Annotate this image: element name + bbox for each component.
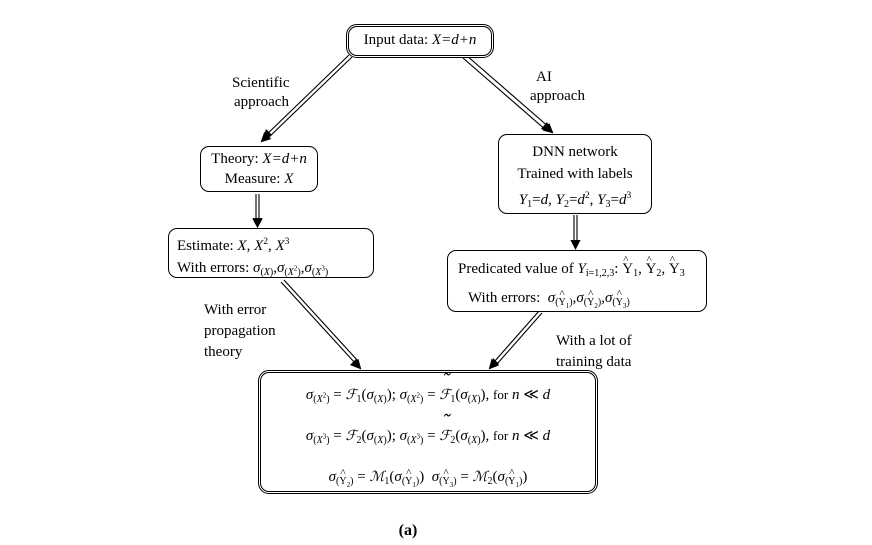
theory-box: Theory: X=d+n Measure: X bbox=[200, 146, 318, 192]
label-scientific-line1: Scientific bbox=[232, 75, 290, 91]
dnn-network-box: DNN network Trained with labels Y1=d, Y2… bbox=[498, 134, 652, 214]
input-data-expr: X=d+n bbox=[431, 32, 477, 48]
result-row-1-d: d bbox=[542, 387, 551, 403]
result-row-2-for: for bbox=[493, 428, 509, 443]
result-row-3: σ(Y2) = ℳ1(σ(Y1)) σ(Y3) = ℳ2(σ(Y1)) bbox=[261, 455, 595, 503]
label-training-line1: With a lot of bbox=[556, 333, 632, 349]
label-ai-approach: AI approach bbox=[530, 68, 585, 106]
arrowhead-predicated bbox=[570, 240, 581, 249]
estimate-errors-expr: σ(X),σ(X2),σ(X3) bbox=[253, 260, 329, 278]
label-error-prop-line1: With error bbox=[204, 302, 267, 318]
figure-caption: (a) bbox=[398, 522, 418, 539]
estimate-expr: X, X2, X3 bbox=[237, 237, 290, 254]
result-row-2-d: d bbox=[542, 428, 551, 444]
result-row-2: σ(X3) = ℱ2(σ(X)); σ(X3) = ℱ2(σ(X)), for … bbox=[261, 404, 595, 459]
input-data-box: Input data: X=d+n bbox=[346, 24, 494, 58]
result-equations-box: σ(X2) = ℱ1(σ(X)); σ(X2) = ℱ1(σ(X)), for … bbox=[258, 363, 598, 494]
estimate-box: Estimate: X, X2, X3 With errors: σ(X),σ(… bbox=[168, 228, 374, 278]
label-error-prop-line2: propagation bbox=[204, 323, 276, 339]
arrowhead-theory bbox=[262, 129, 272, 141]
arrow-input-to-theory bbox=[260, 54, 353, 143]
arrow-dnn-to-predicated bbox=[570, 215, 581, 250]
result-row-1: σ(X2) = ℱ1(σ(X)); σ(X2) = ℱ1(σ(X)), for … bbox=[261, 363, 595, 418]
estimate-errors-label: With errors: bbox=[177, 260, 250, 276]
label-training-data: With a lot of training data bbox=[556, 331, 632, 373]
arrowhead-result-right bbox=[489, 358, 499, 369]
label-scientific-approach: Scientific approach bbox=[232, 74, 289, 112]
arrow-input-to-dnn bbox=[462, 54, 554, 134]
estimate-label: Estimate: bbox=[177, 238, 234, 254]
arrow-predicated-to-result bbox=[488, 310, 543, 370]
measure-expr: X bbox=[284, 171, 294, 187]
result-row-1-n: n bbox=[511, 387, 520, 403]
label-error-prop-line3: theory bbox=[204, 344, 243, 360]
theory-label: Theory: bbox=[211, 151, 259, 167]
arrowhead-estimate bbox=[252, 219, 263, 228]
label-error-propagation: With error propagation theory bbox=[204, 300, 276, 363]
arrow-theory-to-estimate bbox=[252, 194, 263, 228]
predicated-value-box: Predicated value of Yi=1,2,3: Y1, Y2, Y3… bbox=[447, 248, 707, 312]
label-scientific-line2: approach bbox=[234, 94, 289, 110]
predicated-label: Predicated value of bbox=[458, 261, 574, 277]
dnn-title: DNN network bbox=[532, 144, 618, 160]
input-data-label: Input data: bbox=[363, 32, 429, 48]
dnn-labels-expr: Y1=d, Y2=d2, Y3=d3 bbox=[518, 191, 632, 210]
label-ai-line2: approach bbox=[530, 88, 585, 104]
predicated-errors-expr: σ(Y1),σ(Y2),σ(Y3) bbox=[544, 282, 630, 310]
predicated-errors-label: With errors: bbox=[468, 290, 541, 306]
theory-expr: X=d+n bbox=[262, 151, 307, 167]
arrowhead-dnn bbox=[541, 122, 552, 133]
measure-label: Measure: bbox=[224, 171, 281, 187]
arrow-estimate-to-result bbox=[280, 279, 362, 370]
predicated-expr: Yi=1,2,3: Y1, Y2, Y3 bbox=[578, 248, 685, 279]
label-training-line2: training data bbox=[556, 354, 632, 370]
arrowhead-result-left bbox=[350, 359, 361, 369]
label-ai-line1: AI bbox=[536, 69, 552, 85]
dnn-trained-text: Trained with labels bbox=[517, 166, 633, 182]
result-row-2-n: n bbox=[511, 428, 520, 444]
result-row-1-for: for bbox=[493, 387, 509, 402]
